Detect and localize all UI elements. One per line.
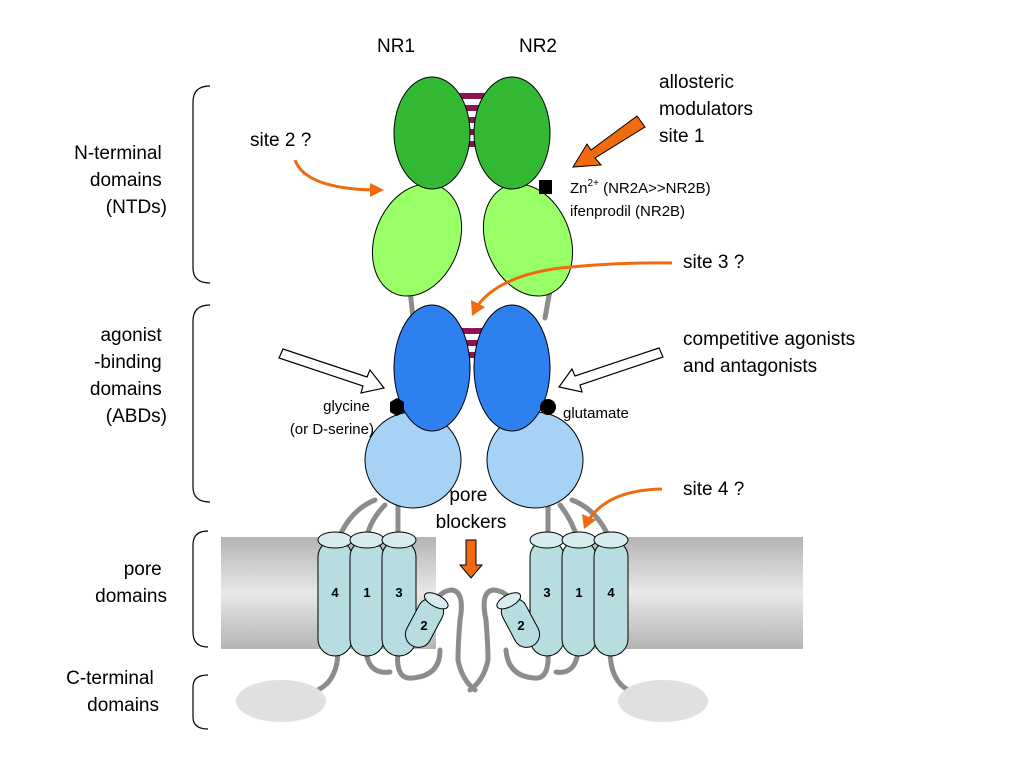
site4-arrow-head bbox=[582, 514, 596, 529]
nr1-abd-upper-lobe bbox=[393, 304, 471, 432]
nr1-transmembrane-helices bbox=[317, 531, 449, 657]
helix-label-nr2-m1: 1 bbox=[575, 585, 582, 600]
site1-label: allosteric modulators site 1 bbox=[659, 72, 758, 147]
pore-domains-label: pore domains bbox=[95, 559, 167, 607]
glutamate-ligand bbox=[540, 399, 556, 415]
glutamate-label: glutamate bbox=[563, 405, 629, 422]
helix-label-nr2-m3: 3 bbox=[543, 585, 550, 600]
abd-label: agonist -binding domains (ABDs) bbox=[90, 325, 167, 427]
site4-arrow-line bbox=[588, 487, 663, 519]
glycine-ligand bbox=[390, 398, 404, 416]
site3-label: site 3 ? bbox=[683, 252, 744, 273]
nr2-abd-upper-lobe bbox=[473, 304, 551, 432]
helix-label-nr1-m4: 4 bbox=[331, 585, 339, 600]
zn-binding-site bbox=[539, 180, 552, 194]
region-brackets bbox=[192, 85, 211, 730]
c-terminal-domain-right bbox=[618, 680, 708, 722]
site-arrows bbox=[293, 115, 673, 579]
pore-blockers-label: pore blockers bbox=[436, 485, 507, 533]
site3-arrow-head bbox=[471, 300, 485, 316]
ifenprodil-label: ifenprodil (NR2B) bbox=[570, 203, 685, 220]
glycine-hollow-arrow bbox=[278, 348, 386, 394]
site3-arrow-line bbox=[476, 261, 673, 306]
site2-arrow-head bbox=[370, 183, 384, 197]
ntd-interface bbox=[452, 93, 492, 147]
nr1-label: NR1 bbox=[377, 36, 415, 57]
c-terminal-domain-left bbox=[236, 680, 326, 722]
pore-blocker-arrow bbox=[458, 539, 484, 579]
helix-label-nr1-m3: 3 bbox=[395, 585, 402, 600]
ntd-label: N-terminal domains (NTDs) bbox=[74, 143, 167, 218]
site1-arrow bbox=[572, 115, 646, 168]
competitive-label: competitive agonists and antagonists bbox=[683, 329, 860, 377]
site2-label: site 2 ? bbox=[250, 130, 311, 151]
helix-label-nr1-m1: 1 bbox=[363, 585, 370, 600]
nr2-label: NR2 bbox=[519, 36, 557, 57]
nr2-ntd-upper-lobe bbox=[473, 76, 551, 190]
helix-label-nr2-m2: 2 bbox=[517, 618, 524, 633]
glutamate-hollow-arrow bbox=[557, 347, 664, 393]
helix-label-nr2-m4: 4 bbox=[607, 585, 615, 600]
abd-interface bbox=[452, 328, 492, 358]
glycine-label: glycine (or D-serine) bbox=[290, 398, 374, 438]
site4-label: site 4 ? bbox=[683, 479, 744, 500]
ctd-label: C-terminal domains bbox=[66, 668, 159, 716]
nr2-transmembrane-helices bbox=[496, 531, 629, 657]
nr1-ntd-upper-lobe bbox=[393, 76, 471, 190]
site2-arrow-line bbox=[293, 159, 373, 192]
zn-label: Zn2+ (NR2A>>NR2B) bbox=[570, 178, 711, 197]
helix-label-nr1-m2: 2 bbox=[420, 618, 427, 633]
